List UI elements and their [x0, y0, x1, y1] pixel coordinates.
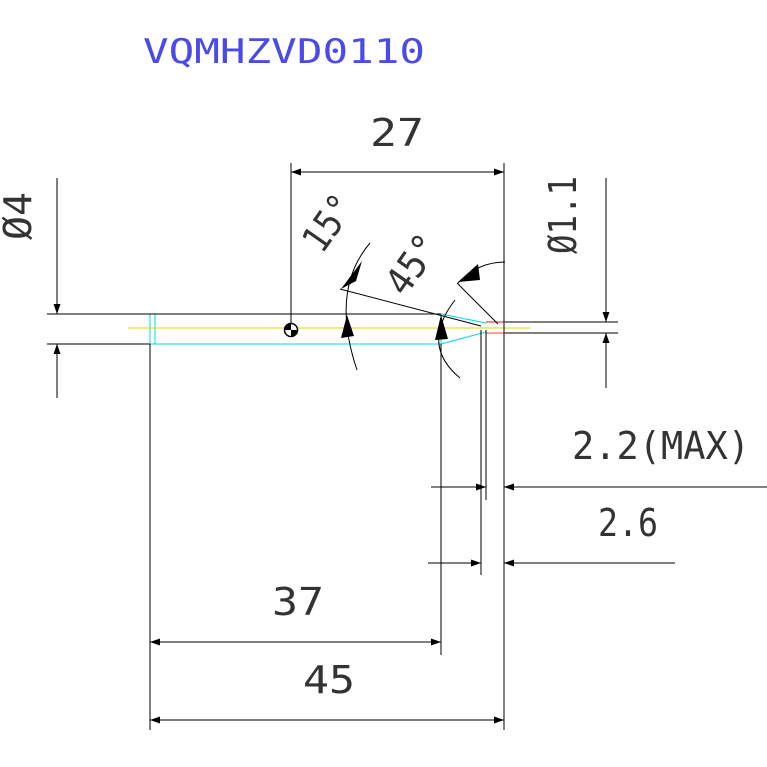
- angle-arrowheads: [341, 261, 480, 340]
- dim-37-text: 37: [272, 580, 324, 624]
- taper-lower: [440, 331, 487, 345]
- datum-symbol: [283, 322, 299, 338]
- dimension-texts: 27 45 37 2.2(MAX) 2.6 Ø4 Ø1.1 15° 45°: [0, 111, 750, 702]
- outline-lines: [47, 163, 618, 730]
- dim-dia4-text: Ø4: [0, 192, 40, 240]
- dimension-lines: [53, 168, 767, 724]
- dim-max-text: 2.2(MAX): [572, 424, 750, 468]
- angle-15-text: 15°: [293, 186, 363, 260]
- dim-27-text: 27: [370, 111, 424, 155]
- dim-dia11-text: Ø1.1: [541, 176, 585, 254]
- part-number-title: VQMHZVD0110: [143, 32, 425, 72]
- dim-45-text: 45: [303, 658, 355, 702]
- dim-26-text: 2.6: [598, 501, 658, 545]
- angle-45-text: 45°: [376, 225, 449, 303]
- taper-upper: [440, 313, 487, 324]
